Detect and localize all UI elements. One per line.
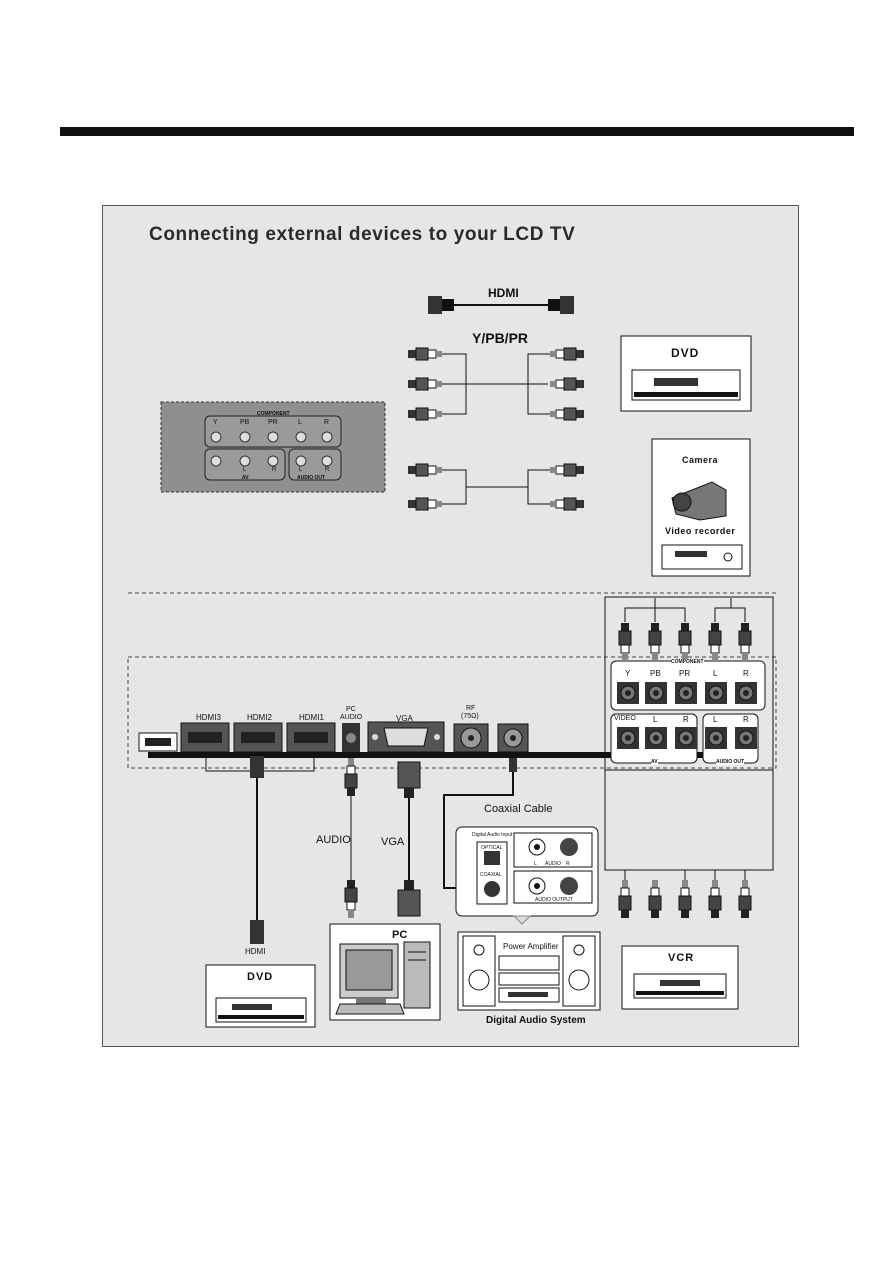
vga-cable [397, 761, 421, 917]
side-jack-pr: PR [268, 419, 278, 426]
vcr-label: VCR [668, 952, 695, 964]
side-audio-out-label: AUDIO OUT [297, 475, 326, 481]
rear-jack-pb: PB [650, 669, 661, 678]
optical-label: OPTICAL [481, 845, 503, 851]
rear-av-panel [610, 660, 766, 764]
hdmi-cable [428, 296, 574, 314]
port-vga-label: VGA [396, 714, 413, 723]
vcr-device [621, 945, 739, 1010]
av-cable [407, 463, 585, 511]
vcr-cabling [604, 596, 774, 919]
pc-device [329, 923, 441, 1021]
side-audio-out-r: R [325, 467, 330, 473]
coaxial-cable-label: Coaxial Cable [484, 803, 553, 815]
port-hdmi2-label: HDMI2 [247, 713, 272, 722]
digital-audio-system-label: Digital Audio System [486, 1015, 586, 1026]
side-av-l: L [243, 467, 247, 473]
dvd-top-label: DVD [671, 346, 700, 360]
audio-cable-label: AUDIO [316, 834, 351, 846]
side-jack-r: R [324, 419, 330, 426]
coaxial-label: COAXIAL [480, 872, 502, 878]
side-component-label: COMPONENT [257, 411, 290, 417]
hdmi-bottom-label: HDMI [245, 947, 266, 956]
rear-component-label: COMPONENT [671, 659, 704, 665]
camera-device [651, 438, 751, 577]
audio-label: AUDIO [545, 861, 561, 867]
ypbpr-cable-label: Y/PB/PR [472, 330, 529, 346]
audio-l-label: L [534, 861, 537, 867]
port-audio-label: AUDIO [340, 714, 363, 721]
side-jack-pb: PB [240, 419, 250, 426]
hdmi-cable-label: HDMI [488, 286, 519, 300]
rear-av-label: AV [651, 759, 658, 765]
port-pc-label: PC [346, 706, 356, 713]
power-amplifier-label: Power Amplifier [503, 942, 559, 951]
page-title: Connecting external devices to your LCD … [149, 224, 576, 245]
port-rf-impedance-label: (75Ω) [461, 713, 479, 720]
vga-cable-label: VGA [381, 836, 405, 848]
hdmi-down-cable [205, 752, 315, 944]
rear-jack-pr: PR [679, 669, 691, 678]
header-rule [60, 127, 854, 136]
dvd-bottom-device [205, 964, 316, 1028]
rear-jack-y: Y [625, 669, 631, 678]
dvd-bottom-label: DVD [247, 971, 274, 983]
port-rf-label: RF [466, 705, 476, 712]
rear-jack-video: VIDEO [614, 715, 636, 722]
rear-panel [138, 721, 758, 758]
rear-panel-outline [127, 656, 777, 769]
rear-av-r: R [683, 715, 689, 724]
video-recorder-label: Video recorder [665, 526, 736, 536]
rear-audio-out-label: AUDIO OUT [716, 759, 745, 765]
rear-jack-l: L [713, 669, 718, 678]
port-hdmi3-label: HDMI3 [196, 713, 221, 722]
side-input-panel [160, 401, 386, 493]
ypbpr-cable [407, 347, 585, 421]
digital-audio-input-label: Digital Audio Input [472, 832, 513, 838]
side-audio-out-l: L [299, 467, 303, 473]
audio-output-label: AUDIO OUTPUT [535, 897, 573, 903]
side-av-r: R [272, 467, 277, 473]
side-av-label: AV [242, 475, 249, 481]
side-jack-l: L [298, 419, 302, 426]
rear-audio-out-r: R [743, 715, 749, 724]
rear-jack-r: R [743, 669, 749, 678]
digital-audio-module [455, 826, 599, 925]
pc-audio-cable [344, 757, 358, 919]
dvd-top-device [620, 335, 752, 412]
port-hdmi1-label: HDMI1 [299, 713, 324, 722]
side-jack-y: Y [213, 419, 218, 426]
audio-r-label: R [566, 861, 570, 867]
rear-av-l: L [653, 715, 658, 724]
digital-audio-system [457, 931, 601, 1011]
rear-audio-out-l: L [713, 715, 718, 724]
pc-label: PC [392, 929, 408, 941]
camera-label: Camera [682, 455, 719, 465]
